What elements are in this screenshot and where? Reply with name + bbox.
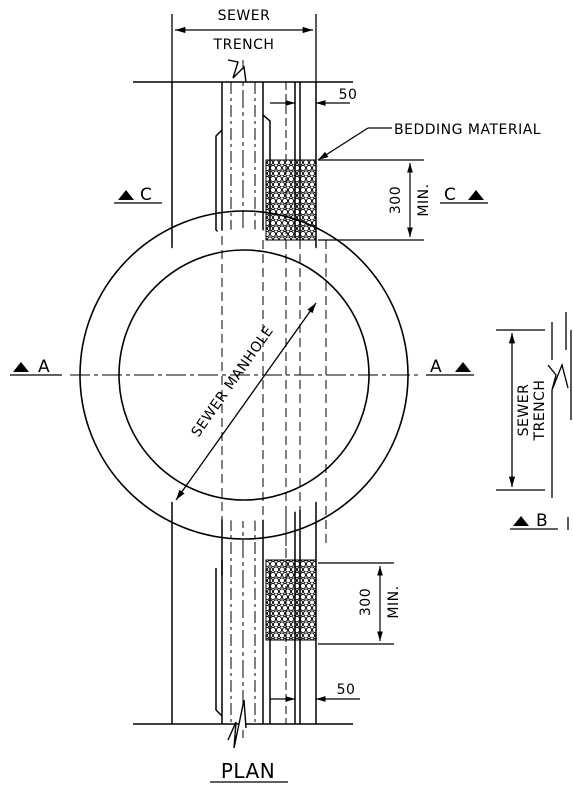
section-a-left-label: A bbox=[38, 357, 50, 377]
bedding-material-leader bbox=[317, 127, 392, 161]
section-a-right-marker bbox=[426, 362, 474, 376]
section-b-label: B bbox=[536, 511, 548, 531]
sewer-manhole-label: SEWER MANHOLE bbox=[188, 323, 276, 440]
section-c-right-label: C bbox=[444, 185, 456, 205]
section-c-left-marker bbox=[114, 190, 162, 204]
sewer-trench-side-label-line2: TRENCH bbox=[532, 380, 548, 442]
dimension-min-top-label: MIN. bbox=[416, 183, 432, 216]
section-b-marker bbox=[510, 516, 558, 530]
pipe-break-symbols bbox=[227, 59, 247, 749]
pipe-hidden-lines bbox=[221, 236, 327, 560]
sewer-trench-top-label-line1: SEWER bbox=[218, 8, 271, 24]
dimension-300-bottom-label: 300 bbox=[358, 588, 374, 616]
dimension-300-top bbox=[318, 159, 424, 241]
dimension-min-bottom-label: MIN. bbox=[386, 585, 402, 618]
dimension-300-bottom bbox=[318, 562, 394, 645]
section-c-left-label: C bbox=[140, 185, 152, 205]
bedding-material-fill bbox=[265, 159, 317, 641]
side-trench-dimension bbox=[496, 312, 572, 530]
manhole-diameter-dimension bbox=[175, 302, 317, 501]
section-c-right-marker bbox=[440, 190, 488, 204]
sewer-trench-side-label-line1: SEWER bbox=[516, 384, 532, 437]
trench-width-dimension bbox=[171, 14, 317, 82]
trench-and-pipe-lines bbox=[133, 60, 353, 740]
plan-title: PLAN bbox=[221, 759, 275, 783]
bedding-material-label: BEDDING MATERIAL bbox=[394, 122, 541, 138]
section-a-left-marker bbox=[10, 362, 62, 376]
dimension-50-top-label: 50 bbox=[339, 87, 358, 103]
dimension-300-top-label: 300 bbox=[388, 186, 404, 214]
section-a-right-label: A bbox=[430, 357, 442, 377]
sewer-trench-top-label-line2: TRENCH bbox=[213, 37, 275, 53]
dimension-50-bottom-label: 50 bbox=[337, 682, 356, 698]
